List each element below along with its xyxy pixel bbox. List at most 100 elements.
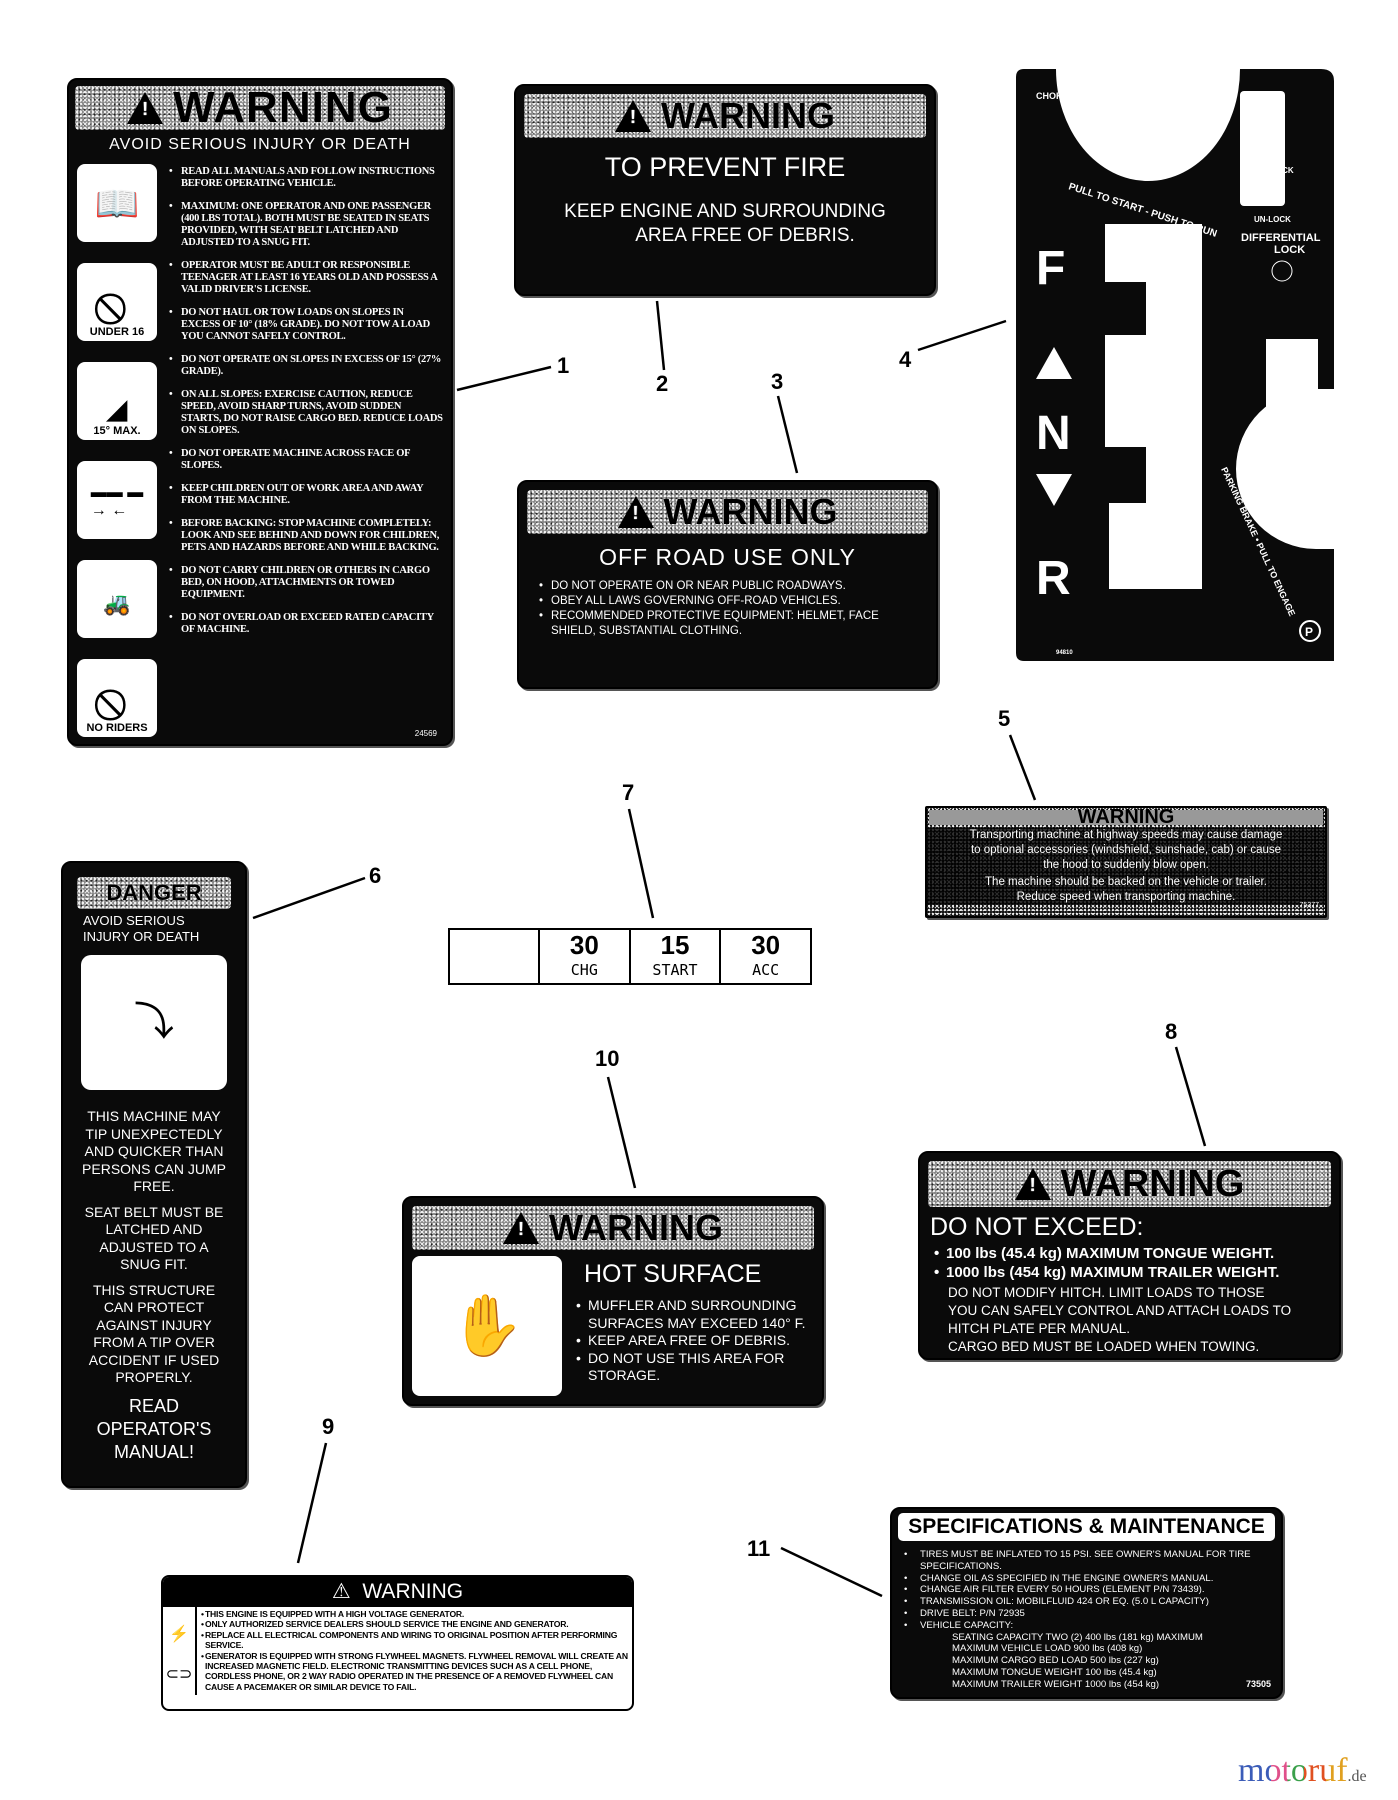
unlock-label: UN-LOCK	[1254, 215, 1291, 224]
differential-label: DIFFERENTIAL	[1241, 232, 1321, 244]
warning-list: DO NOT OPERATE ON OR NEAR PUBLIC ROADWAY…	[519, 579, 936, 639]
decal-8-towing-limits: WARNING DO NOT EXCEED: 100 lbs (45.4 kg)…	[918, 1151, 1341, 1360]
list-item: BEFORE BACKING: STOP MACHINE COMPLETELY:…	[167, 518, 443, 554]
decal-5-transport-warning: WARNING Transporting machine at highway …	[925, 806, 1327, 918]
decal-text: THIS MACHINE MAY TIP UNEXPECTEDLY AND QU…	[82, 1108, 226, 1194]
callout-5: 5	[998, 706, 1011, 731]
list-item: DO NOT OVERLOAD OR EXCEED RATED CAPACITY…	[167, 612, 443, 636]
limit-list: 100 lbs (45.4 kg) MAXIMUM TONGUE WEIGHT.…	[920, 1244, 1339, 1282]
decal-text: Transporting machine at highway speeds m…	[969, 829, 1283, 841]
list-item: CHANGE OIL AS SPECIFIED IN THE ENGINE OW…	[902, 1573, 1271, 1585]
watermark-name: motoruf	[1238, 1752, 1348, 1789]
decal-11-specifications: SPECIFICATIONS & MAINTENANCE TIRES MUST …	[890, 1507, 1283, 1699]
list-item: THIS ENGINE IS EQUIPPED WITH A HIGH VOLT…	[199, 1609, 630, 1620]
capacity-item: SEATING CAPACITY TWO (2) 400 lbs (181 kg…	[952, 1631, 1203, 1643]
hot-surface-hand-icon: ✋	[412, 1256, 562, 1396]
decal-text: KEEP ENGINE AND SURROUNDING	[564, 201, 886, 222]
decal-text: The machine should be backed on the vehi…	[985, 876, 1267, 888]
list-item: DO NOT OPERATE ON OR NEAR PUBLIC ROADWAY…	[537, 579, 918, 594]
list-item: READ ALL MANUALS AND FOLLOW INSTRUCTIONS…	[167, 166, 443, 190]
decal-text: the hood to suddenly blow open.	[1043, 859, 1209, 871]
decal-subtitle: AVOID SERIOUS INJURY OR DEATH	[109, 136, 411, 153]
pictogram-column: 📖 ⃠UNDER 16 ◢15° MAX. ▬▬ ▬→ ← 🚜 ⃠NO RIDE…	[77, 164, 167, 758]
decal-text: CARGO BED MUST BE LOADED WHEN TOWING.	[948, 1339, 1260, 1354]
list-item: MUFFLER AND SURROUNDING SURFACES MAY EXC…	[574, 1297, 814, 1332]
callout-7: 7	[622, 780, 635, 805]
decal-text: READ OPERATOR'S MANUAL!	[96, 1395, 212, 1462]
decal-6-danger-rollover: DANGER AVOID SERIOUS INJURY OR DEATH ⤵ T…	[61, 861, 247, 1488]
decal-text: YOU CAN SAFELY CONTROL AND ATTACH LOADS …	[948, 1303, 1292, 1318]
decal-title: WARNING	[663, 491, 838, 532]
part-number: 75377	[1299, 902, 1319, 909]
warning-list: READ ALL MANUALS AND FOLLOW INSTRUCTIONS…	[167, 164, 443, 758]
watermark-tld: .de	[1347, 1768, 1367, 1785]
gear-forward: F	[1036, 242, 1065, 295]
warning-triangle-icon	[127, 92, 164, 124]
decal-text: THIS STRUCTURE CAN PROTECT AGAINST INJUR…	[88, 1281, 220, 1386]
gear-reverse: R	[1036, 552, 1071, 605]
arrow-up-icon	[1036, 347, 1072, 379]
gear-slot	[1105, 224, 1202, 589]
decal-text: HITCH PLATE PER MANUAL.	[948, 1321, 1131, 1336]
decal-text: DO NOT MODIFY HITCH. LIMIT LOADS TO THOS…	[948, 1285, 1265, 1300]
decal-3-off-road: WARNING OFF ROAD USE ONLY DO NOT OPERATE…	[517, 480, 938, 689]
decal-10-hot-surface: WARNING ✋ HOT SURFACE MUFFLER AND SURROU…	[402, 1196, 824, 1406]
list-item: DO NOT CARRY CHILDREN OR OTHERS IN CARGO…	[167, 565, 443, 601]
list-item: VEHICLE CAPACITY:	[902, 1620, 1271, 1632]
decal-heading: TO PREVENT FIRE	[604, 152, 846, 182]
decal-9-generator-warning: ⚠ WARNING ⚡⊂⊃ THIS ENGINE IS EQUIPPED WI…	[161, 1575, 634, 1711]
decal-2-prevent-fire: WARNING TO PREVENT FIRE KEEP ENGINE AND …	[514, 84, 936, 296]
rollover-pictogram-icon: ⤵	[81, 955, 227, 1090]
backing-vehicle-icon: 🚜	[77, 560, 157, 638]
decal-subtitle: AVOID SERIOUS INJURY OR DEATH	[83, 913, 200, 944]
differential-lock-label: LOCK	[1274, 244, 1305, 256]
part-number: 73505	[1245, 1679, 1271, 1690]
arrow-down-icon	[1036, 474, 1072, 506]
spec-list: TIRES MUST BE INFLATED TO 15 PSI. SEE OW…	[892, 1549, 1281, 1632]
callout-4: 4	[899, 347, 912, 372]
warning-triangle-icon	[615, 100, 651, 132]
decal-heading: DO NOT EXCEED:	[930, 1213, 1144, 1241]
capacity-list: SEATING CAPACITY TWO (2) 400 lbs (181 kg…	[892, 1632, 1281, 1691]
callout-8: 8	[1165, 1019, 1178, 1044]
capacity-item: MAXIMUM TRAILER WEIGHT 1000 lbs (454 kg)	[952, 1678, 1160, 1690]
callout-9: 9	[322, 1414, 335, 1439]
warning-triangle-icon	[1014, 1168, 1051, 1200]
list-item: OPERATOR MUST BE ADULT OR RESPONSIBLE TE…	[167, 260, 443, 296]
parking-p-icon	[1299, 620, 1321, 642]
capacity-item: MAXIMUM CARGO BED LOAD 500 lbs (227 kg)	[952, 1655, 1159, 1667]
no-riders-icon: ⃠NO RIDERS	[77, 659, 157, 737]
warning-list: MUFFLER AND SURROUNDING SURFACES MAY EXC…	[574, 1297, 814, 1385]
motoruf-logo: motoruf.de	[1238, 1752, 1367, 1790]
parking-p-letter: P	[1305, 625, 1313, 639]
decal-title: WARNING	[661, 95, 835, 136]
decal-text: Reduce speed when transporting machine.	[1016, 891, 1236, 903]
decal-title: WARNING	[549, 1207, 723, 1248]
list-item: GENERATOR IS EQUIPPED WITH STRONG FLYWHE…	[199, 1651, 630, 1693]
decal-text: to optional accessories (windshield, sun…	[970, 844, 1282, 856]
generator-pictogram-icon: ⚡⊂⊃	[163, 1607, 197, 1695]
part-number: 94810	[1056, 650, 1073, 656]
across-slope-icon: ▬▬ ▬→ ←	[77, 461, 157, 539]
choke-label: CHOKE	[1036, 91, 1069, 101]
decal-title: WARNING	[1060, 1162, 1245, 1205]
warning-triangle-icon	[617, 496, 654, 528]
decal-title: WARNING	[929, 807, 1323, 827]
gear-neutral: N	[1036, 407, 1071, 460]
differential-icon	[1271, 260, 1293, 282]
list-item: DO NOT HAUL OR TOW LOADS ON SLOPES IN EX…	[167, 307, 443, 343]
decal-1-warning-avoid-injury: WARNING AVOID SERIOUS INJURY OR DEATH 📖 …	[67, 78, 453, 746]
list-item: REPLACE ALL ELECTRICAL COMPONENTS AND WI…	[199, 1630, 630, 1651]
callout-3: 3	[771, 369, 784, 394]
list-item: 100 lbs (45.4 kg) MAXIMUM TONGUE WEIGHT.	[932, 1244, 1327, 1263]
capacity-item: MAXIMUM VEHICLE LOAD 900 lbs (408 kg)	[952, 1643, 1143, 1655]
list-item: RECOMMENDED PROTECTIVE EQUIPMENT: HELMET…	[537, 609, 918, 639]
callout-2: 2	[656, 371, 669, 396]
list-item: DRIVE BELT: P/N 72935	[902, 1608, 1271, 1620]
list-item: KEEP AREA FREE OF DEBRIS.	[574, 1332, 814, 1350]
list-item: CHANGE AIR FILTER EVERY 50 HOURS (ELEMEN…	[902, 1584, 1271, 1596]
